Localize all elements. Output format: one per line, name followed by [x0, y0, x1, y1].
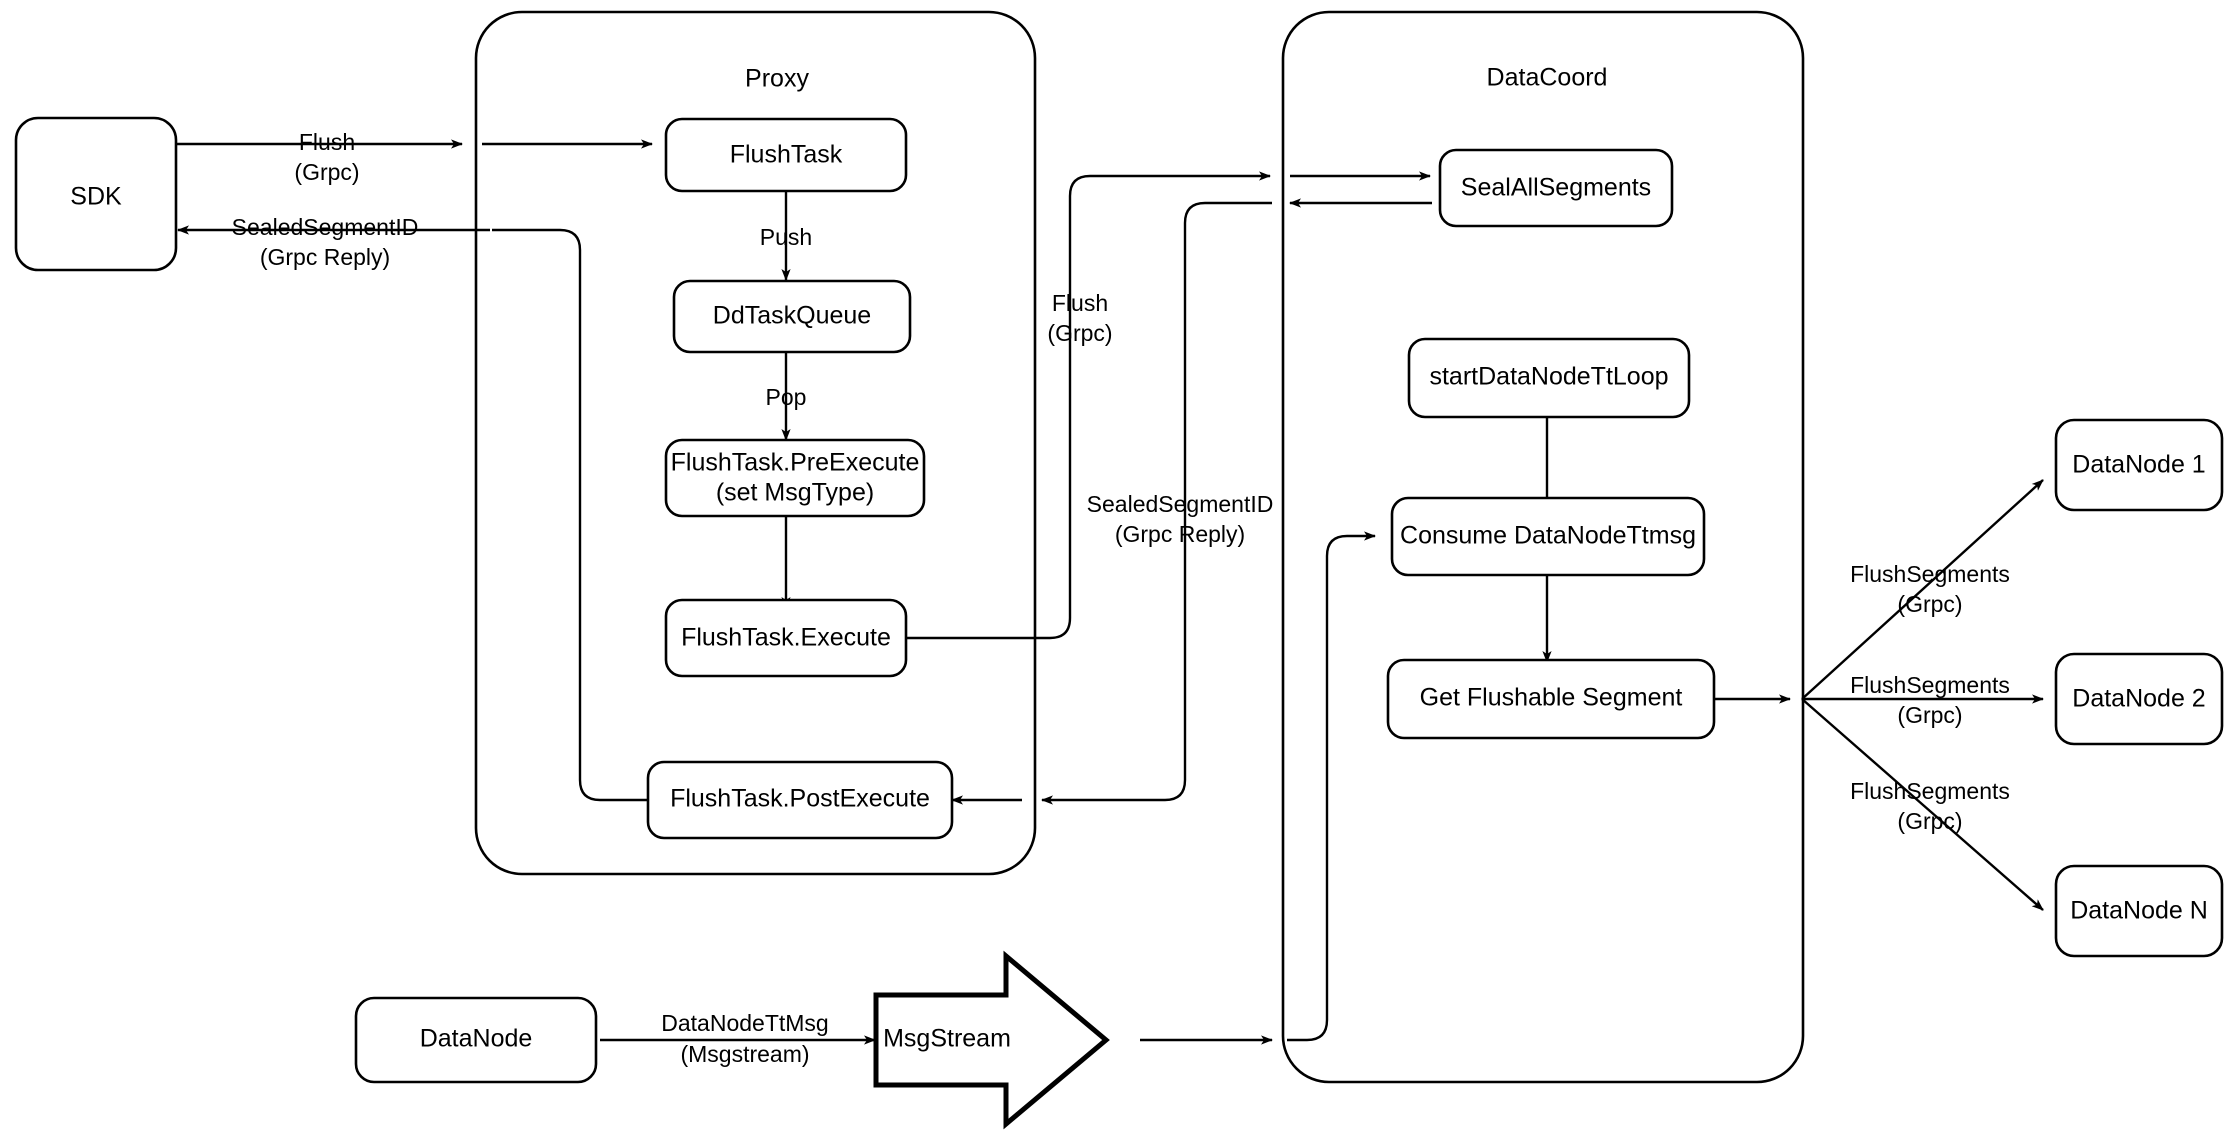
sdk-box[interactable] [14, 116, 178, 272]
edge-label-flushsegments-2: FlushSegments (Grpc) [1850, 672, 2010, 728]
sdk-to-proxy-label-line2: (Grpc) [294, 159, 359, 185]
flushsegments-n-line2: (Grpc) [1897, 808, 1962, 834]
datacoord-container-label: DataCoord [1487, 64, 1608, 92]
proxy-to-sdk-label-line2: (Grpc Reply) [260, 244, 390, 270]
flushsegments-2-line1: FlushSegments [1850, 672, 2010, 698]
msgstream-label: MsgStream [883, 1025, 1011, 1053]
node-datanode-n[interactable]: DataNode N [2054, 864, 2224, 958]
container-datacoord: DataCoord [1281, 10, 1805, 1084]
dc-to-proxy-label-line2: (Grpc Reply) [1115, 521, 1245, 547]
proxy-to-dc-label-line1: Flush [1052, 290, 1108, 316]
sealallsegments-label: SealAllSegments [1461, 174, 1651, 202]
edge-label-proxy-to-datacoord: Flush (Grpc) [1047, 290, 1112, 346]
datanode-ttmsg-line2: (Msgstream) [680, 1041, 809, 1067]
edge-label-flushsegments-n: FlushSegments (Grpc) [1850, 778, 2010, 834]
sdk-to-proxy-label-line1: Flush [299, 129, 355, 155]
datanode-source-label: DataNode [420, 1025, 533, 1053]
node-get-flushable-segment[interactable]: Get Flushable Segment [1386, 658, 1716, 740]
startdatanodettloop-label: startDataNodeTtLoop [1429, 363, 1668, 391]
preexecute-label-line1: FlushTask.PreExecute [671, 449, 920, 477]
edge-label-proxy-to-sdk: SealedSegmentID (Grpc Reply) [232, 214, 419, 270]
edge-hub-to-datanode1 [1801, 479, 2044, 700]
proxy-container-rect [474, 10, 1037, 876]
datanode-n-box[interactable] [2054, 864, 2224, 958]
push-label: Push [760, 224, 812, 250]
consume-datanodettmsg-label: Consume DataNodeTtmsg [1400, 522, 1696, 550]
proxy-to-sdk-label-line1: SealedSegmentID [232, 214, 419, 240]
startdatanodettloop-box[interactable] [1407, 337, 1691, 419]
preexecute-label-line2: (set MsgType) [716, 479, 874, 507]
edge-execute-to-sealallsegments [906, 171, 1271, 640]
edge-label-flushsegments-1: FlushSegments (Grpc) [1850, 561, 2010, 617]
consume-datanodettmsg-box[interactable] [1390, 496, 1706, 577]
edge-label-datacoord-to-proxy: SealedSegmentID (Grpc Reply) [1087, 491, 1274, 547]
datanode-1-label: DataNode 1 [2072, 451, 2205, 479]
node-startdatanodettloop[interactable]: startDataNodeTtLoop [1407, 337, 1691, 419]
node-consume-datanodettmsg[interactable]: Consume DataNodeTtmsg [1390, 496, 1706, 577]
execute-box[interactable] [664, 598, 908, 678]
node-preexecute[interactable]: FlushTask.PreExecute (set MsgType) [664, 438, 926, 518]
ddtaskqueue-label: DdTaskQueue [713, 302, 871, 330]
flushtask-label: FlushTask [730, 141, 843, 169]
pop-label: Pop [766, 384, 807, 410]
node-sdk[interactable]: SDK [14, 116, 178, 272]
flushsegments-n-line1: FlushSegments [1850, 778, 2010, 804]
sdk-label: SDK [70, 183, 122, 211]
node-msgstream[interactable]: MsgStream [873, 950, 1110, 1130]
edge-label-datanode-ttmsg: DataNodeTtMsg (Msgstream) [661, 1010, 828, 1067]
container-proxy: Proxy [474, 10, 1037, 876]
node-flushtask[interactable]: FlushTask [664, 117, 908, 193]
node-sealallsegments[interactable]: SealAllSegments [1438, 148, 1674, 228]
proxy-container-label: Proxy [745, 65, 809, 93]
datanode-source-box[interactable] [354, 996, 598, 1084]
node-execute[interactable]: FlushTask.Execute [664, 598, 908, 678]
flushtask-box[interactable] [664, 117, 908, 193]
flushsegments-1-line2: (Grpc) [1897, 591, 1962, 617]
sealallsegments-box[interactable] [1438, 148, 1674, 228]
ddtaskqueue-box[interactable] [672, 279, 912, 354]
edge-label-sdk-to-proxy: Flush (Grpc) [294, 129, 359, 185]
flushsegments-1-line1: FlushSegments [1850, 561, 2010, 587]
preexecute-box[interactable] [664, 438, 926, 518]
datanode-2-box[interactable] [2054, 652, 2224, 746]
node-datanode-1[interactable]: DataNode 1 [2054, 418, 2224, 512]
datanode-2-label: DataNode 2 [2072, 685, 2205, 713]
datacoord-container-rect [1281, 10, 1805, 1084]
node-postexecute[interactable]: FlushTask.PostExecute [646, 760, 954, 840]
msgstream-arrow-shape[interactable] [873, 950, 1110, 1130]
flushsegments-2-line2: (Grpc) [1897, 702, 1962, 728]
get-flushable-segment-box[interactable] [1386, 658, 1716, 740]
node-datanode-2[interactable]: DataNode 2 [2054, 652, 2224, 746]
get-flushable-segment-label: Get Flushable Segment [1420, 684, 1683, 712]
edge-datacoord-inflow-to-consume [1287, 531, 1376, 1042]
datanode-ttmsg-line1: DataNodeTtMsg [661, 1010, 828, 1036]
datanode-n-label: DataNode N [2070, 897, 2208, 925]
postexecute-box[interactable] [646, 760, 954, 840]
edge-postexecute-to-sdkreply [492, 228, 648, 802]
datanode-1-box[interactable] [2054, 418, 2224, 512]
proxy-to-dc-label-line2: (Grpc) [1047, 320, 1112, 346]
edge-hub-to-datanoden [1801, 698, 2044, 911]
postexecute-label: FlushTask.PostExecute [670, 785, 930, 813]
edge-datacoord-to-postexecute-outer [1041, 201, 1272, 805]
node-ddtaskqueue[interactable]: DdTaskQueue [672, 279, 912, 354]
execute-label: FlushTask.Execute [681, 624, 891, 652]
node-datanode-source[interactable]: DataNode [354, 996, 598, 1084]
dc-to-proxy-label-line1: SealedSegmentID [1087, 491, 1274, 517]
